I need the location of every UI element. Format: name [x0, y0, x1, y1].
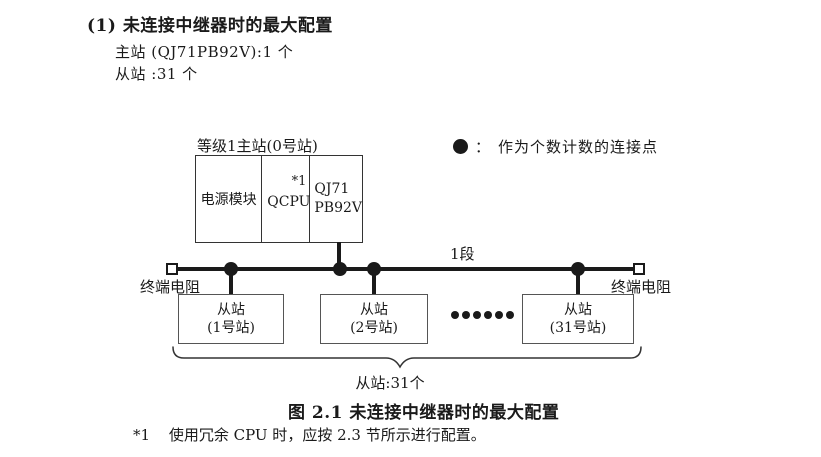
legend-text: 作为个数计数的连接点 [498, 138, 659, 156]
slave-count-brace [172, 346, 642, 369]
pb92v-label-line1: QJ71 [314, 181, 350, 198]
bus-line [178, 267, 633, 271]
footnote-marker: *1 [133, 426, 151, 444]
segment-label: 1段 [450, 245, 475, 263]
cpu-footnote-marker: *1 [291, 174, 307, 189]
connection-point-dot [333, 262, 347, 276]
slave-station-box-31: 从站 (31号站) [522, 294, 634, 344]
cpu-cell: *1 QCPU [262, 156, 310, 242]
slave-label: 从站 [217, 301, 245, 318]
pb92v-cell: QJ71 PB92V [310, 156, 362, 242]
footnote: *1 使用冗余 CPU 时，应按 2.3 节所示进行配置。 [133, 424, 486, 445]
legend-separator: ： [475, 138, 492, 156]
slave-count-line: 从站 :31 个 [115, 65, 198, 83]
slave-station-box-2: 从站 (2号站) [320, 294, 428, 344]
terminating-resistor-right-label: 终端电阻 [611, 278, 672, 296]
slave-station-number: (1号站) [207, 320, 255, 336]
power-module-cell: 电源模块 [196, 156, 263, 242]
ellipsis-dots [451, 311, 514, 319]
slave-count-label: 从站:31个 [355, 374, 425, 392]
master-station-box: 电源模块 *1 QCPU QJ71 PB92V [195, 155, 363, 243]
slave-station-box-1: 从站 (1号站) [178, 294, 284, 344]
slave31-drop-line [576, 269, 580, 295]
master-count-line: 主站 (QJ71PB92V):1 个 [115, 43, 294, 61]
pb92v-label-line2: PB92V [314, 200, 362, 216]
terminating-resistor-right [633, 263, 645, 275]
power-module-label: 电源模块 [200, 192, 257, 208]
legend: ： 作为个数计数的连接点 [453, 136, 658, 157]
slave-station-number: (2号站) [350, 320, 398, 336]
master-station-label: 等级1主站(0号站) [197, 137, 318, 155]
slave-label: 从站 [360, 301, 388, 318]
figure-caption: 图 2.1 未连接中继器时的最大配置 [288, 403, 560, 423]
footnote-text: 使用冗余 CPU 时，应按 2.3 节所示进行配置。 [168, 426, 486, 444]
connection-point-icon [453, 139, 468, 154]
slave2-drop-line [372, 269, 376, 295]
cpu-label: QCPU [267, 194, 311, 210]
terminating-resistor-left [166, 263, 178, 275]
terminating-resistor-left-label: 终端电阻 [140, 278, 201, 296]
slave-station-number: (31号站) [549, 320, 607, 336]
section-heading: (1) 未连接中继器时的最大配置 [87, 16, 333, 36]
slave1-drop-line [229, 269, 233, 295]
slave-label: 从站 [564, 301, 592, 318]
master-drop-line [337, 242, 341, 269]
